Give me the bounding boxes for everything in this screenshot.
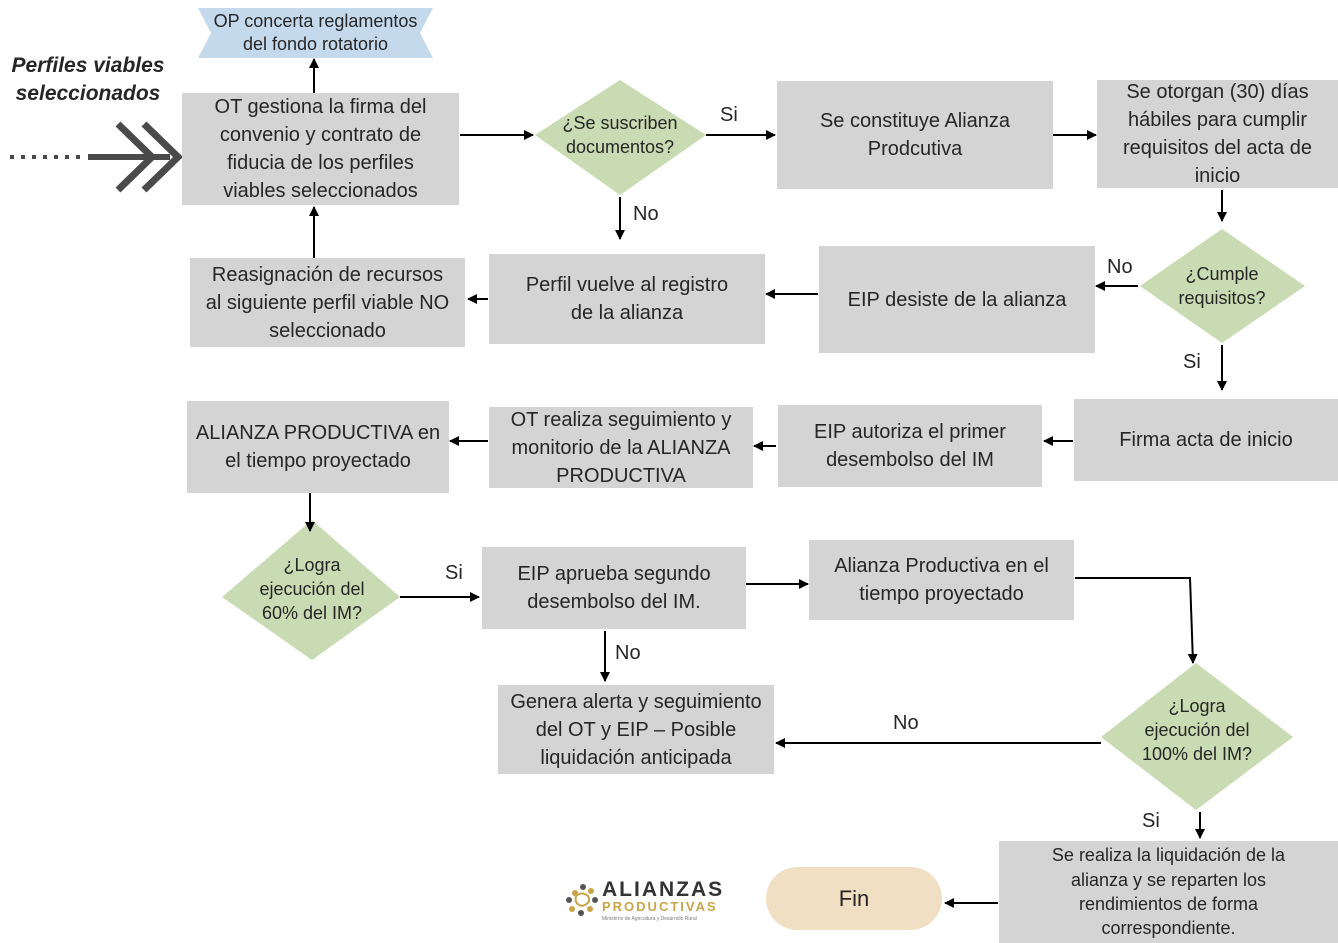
box-otorgan-30-dias: Se otorgan (30) días hábiles para cumpli…: [1097, 80, 1338, 188]
decision-logra-100: ¿Logra ejecución del 100% del IM?: [1141, 695, 1253, 765]
decision-suscriben: ¿Se suscriben documentos?: [562, 112, 678, 157]
label-si-cumple: Si: [1183, 351, 1201, 373]
logo-subtitle: PRODUCTIVAS: [602, 899, 718, 914]
box-perfil-vuelve: Perfil vuelve al registro de la alianza: [489, 254, 765, 344]
ribbon-op-concerta: OP concerta reglamentos del fondo rotato…: [213, 10, 418, 54]
box-firma-acta: Firma acta de inicio: [1074, 399, 1338, 481]
box-eip-desiste: EIP desiste de la alianza: [819, 246, 1095, 353]
logo-title: ALIANZAS: [602, 878, 725, 901]
ribbon-shape: [198, 8, 433, 58]
decision-logra-60: ¿Logra ejecución del 60% del IM?: [259, 554, 365, 624]
box-eip-autoriza: EIP autoriza el primer desembolso del IM: [778, 405, 1042, 487]
label-no-aprueba: No: [615, 642, 641, 664]
label-si-100: Si: [1142, 810, 1160, 832]
box-constituye-alianza: Se constituye Alianza Prodcutiva: [777, 81, 1053, 189]
label-si-suscriben: Si: [720, 104, 738, 126]
decision-logra60-shape: [222, 520, 400, 660]
logo-tagline: Ministerio de Agricultura y Desarrollo R…: [602, 916, 697, 922]
decision-cumple: ¿Cumple requisitos?: [1178, 263, 1266, 308]
decision-suscriben-shape: [535, 80, 706, 195]
box-eip-aprueba: EIP aprueba segundo desembolso del IM.: [482, 547, 746, 629]
box-reasignacion: Reasignación de recursos al siguiente pe…: [190, 258, 465, 347]
label-si-60: Si: [445, 562, 463, 584]
alianzas-logo-icon: [566, 884, 598, 916]
decision-cumple-shape: [1140, 229, 1305, 343]
label-no-100: No: [893, 712, 919, 734]
connectors: [305, 58, 1227, 908]
label-no-suscriben: No: [633, 203, 659, 225]
box-ot-seguimiento: OT realiza seguimiento y monitorio de la…: [489, 407, 753, 488]
entry-chevron-icon: [10, 121, 184, 193]
entry-label: Perfiles viables seleccionados: [11, 54, 165, 106]
box-genera-alerta: Genera alerta y seguimiento del OT y EIP…: [498, 685, 774, 774]
box-alianza-tiempo-1: ALIANZA PRODUCTIVA en el tiempo proyecta…: [187, 401, 449, 493]
box-firma-convenio: OT gestiona la firma del convenio y cont…: [182, 93, 459, 205]
box-alianza-tiempo-2: Alianza Productiva en el tiempo proyecta…: [809, 540, 1074, 620]
label-no-cumple: No: [1107, 256, 1133, 278]
box-liquidacion: Se realiza la liquidación de la alianza …: [999, 841, 1338, 943]
terminal-fin: Fin: [766, 867, 942, 930]
arrow-alianza2-to-logra100: [1075, 577, 1198, 664]
decision-logra100-shape: [1101, 663, 1293, 810]
